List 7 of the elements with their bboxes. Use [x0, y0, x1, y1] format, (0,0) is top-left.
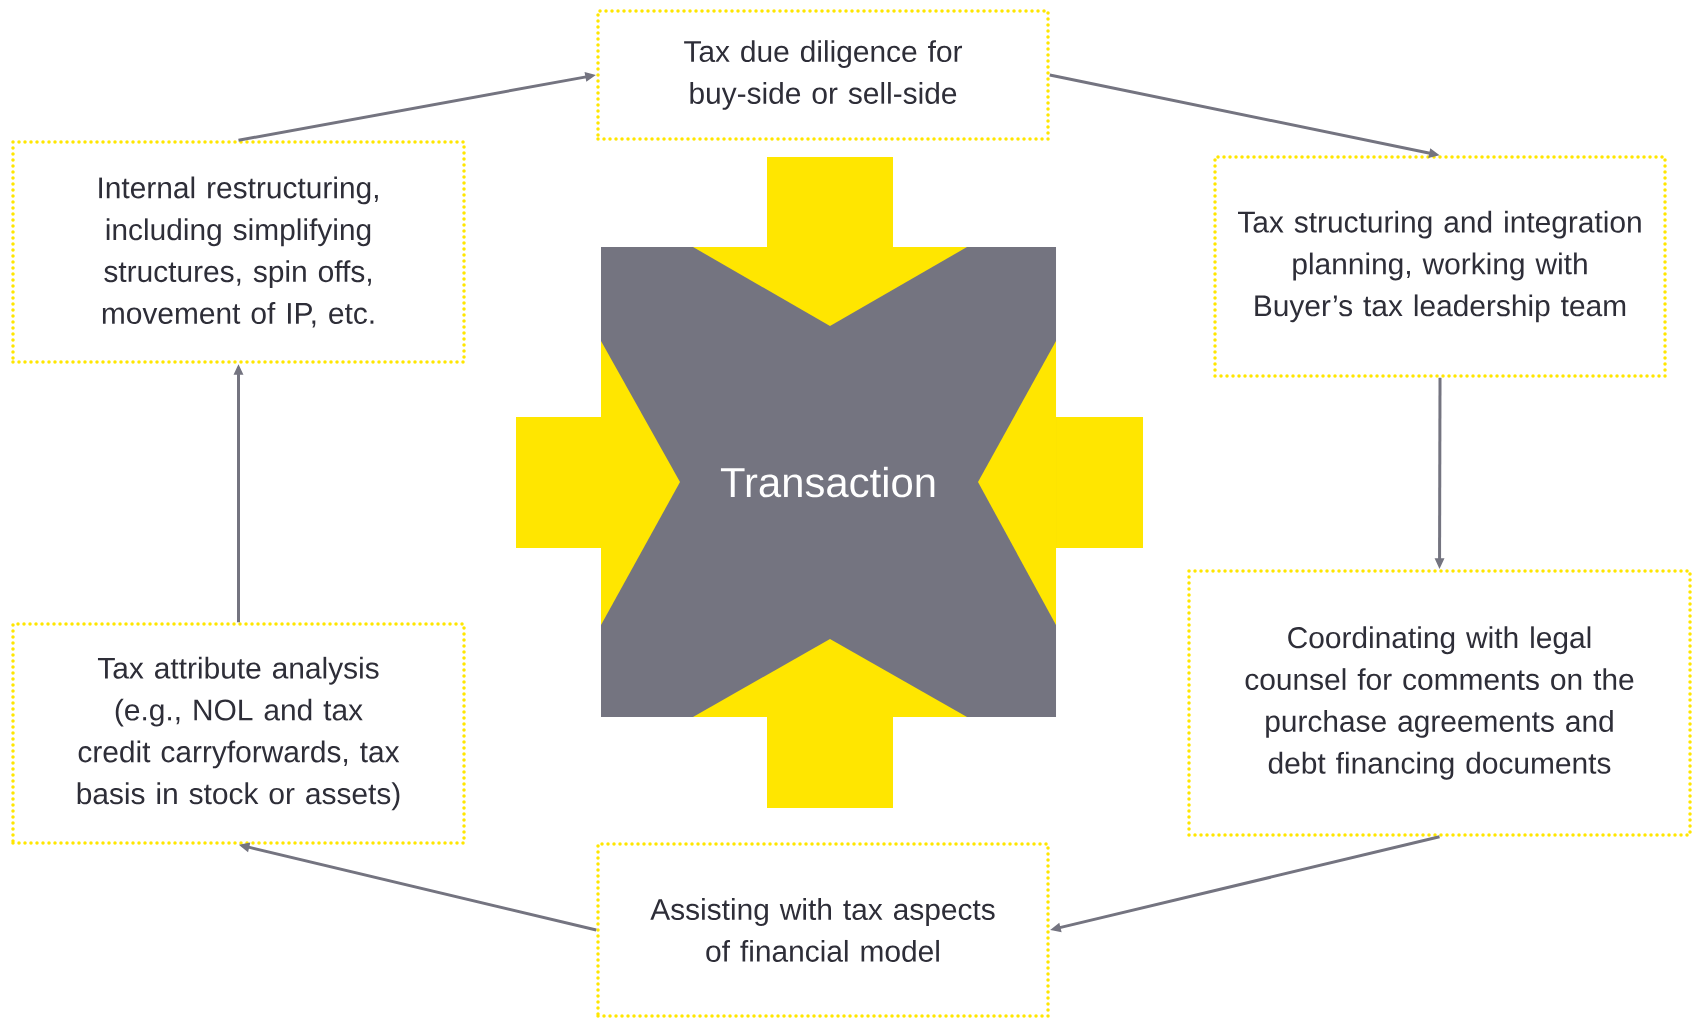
- process-box: Tax structuring and integration planning, working with Buyer’s tax leadership team: [1213, 155, 1667, 378]
- process-box: Tax due diligence for buy-side or sell-side: [596, 9, 1050, 141]
- process-box: Internal restructuring, including simplifying structures, spin offs, movement of IP, etc.: [11, 140, 466, 364]
- process-box: Tax attribute analysis (e.g., NOL and tax credit carryforwards, tax basis in stock or assets): [11, 622, 466, 845]
- process-box: Assisting with tax aspects of financial model: [596, 842, 1050, 1018]
- transaction-square: Transaction: [601, 247, 1056, 717]
- process-box: Coordinating with legal counsel for comments on the purchase agreements and debt financing documents: [1187, 569, 1692, 837]
